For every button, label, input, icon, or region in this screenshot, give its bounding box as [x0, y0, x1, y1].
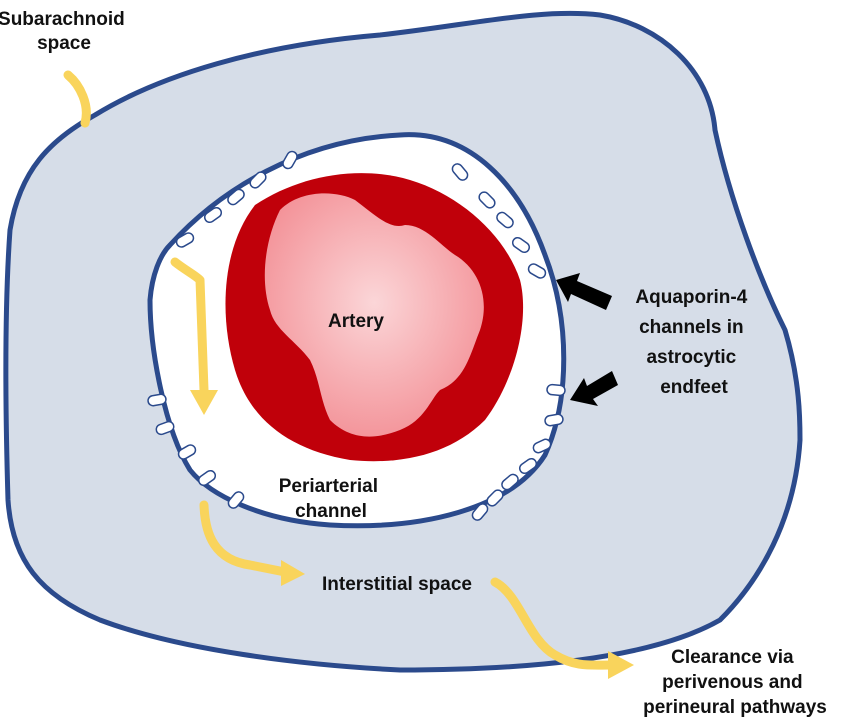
aquaporin-channel-icon [532, 438, 552, 454]
flow-arrow-head-icon [190, 390, 218, 415]
aquaporin-channel-icon [451, 163, 469, 181]
aquaporin-channel-icon [478, 191, 496, 209]
aquaporin-channel-icon [471, 503, 489, 521]
flow-arrow-head-icon [608, 651, 634, 679]
aquaporin-channel-icon [175, 232, 195, 248]
pointer-arrow-icon [570, 371, 618, 406]
aquaporin-channel-icon [197, 469, 217, 487]
flow-arrows [63, 70, 615, 670]
flow-arrow-head-icon [281, 560, 305, 586]
label-periarterial-channel: Periarterial channel [279, 476, 384, 522]
pointer-arrows [556, 273, 618, 406]
aquaporin-channel-icon [227, 491, 245, 509]
label-interstitial-space: Interstitial space [322, 574, 472, 595]
aquaporin-channel-icon [486, 489, 504, 507]
aquaporin-channel-icon [155, 420, 175, 436]
label-clearance-pathways: Clearance via perivenous and perineural … [643, 647, 827, 718]
aquaporin-channel-icon [546, 383, 566, 397]
aquaporin-channels [147, 150, 566, 521]
aquaporin-channel-icon [527, 263, 547, 279]
flow-arrow-interstitial [199, 500, 290, 577]
aquaporin-channel-icon [177, 444, 197, 460]
label-artery: Artery [328, 311, 384, 332]
label-aquaporin-4-channels: Aquaporin-4 channels in astrocytic endfe… [635, 287, 752, 398]
flow-arrow-heads [190, 390, 634, 679]
aquaporin-channel-icon [518, 457, 538, 475]
aquaporin-channel-icon [511, 236, 531, 254]
aquaporin-channel-icon [496, 211, 514, 229]
aquaporin-channel-icon [249, 171, 267, 189]
pointer-arrow-icon [556, 273, 612, 310]
aquaporin-channel-icon [147, 393, 167, 407]
aquaporin-channel-icon [501, 473, 519, 491]
label-subarachnoid-space: Subarachnoid space [0, 9, 130, 54]
aquaporin-channel-icon [203, 206, 223, 224]
aquaporin-channel-icon [227, 188, 245, 206]
flow-arrow-subarachnoid [63, 70, 91, 128]
artery-lumen [264, 193, 484, 437]
aquaporin-channel-icon [282, 150, 298, 170]
flow-arrow-periarterial [170, 257, 209, 395]
flow-arrow-clearance [490, 577, 615, 670]
aquaporin-channel-icon [544, 413, 564, 427]
